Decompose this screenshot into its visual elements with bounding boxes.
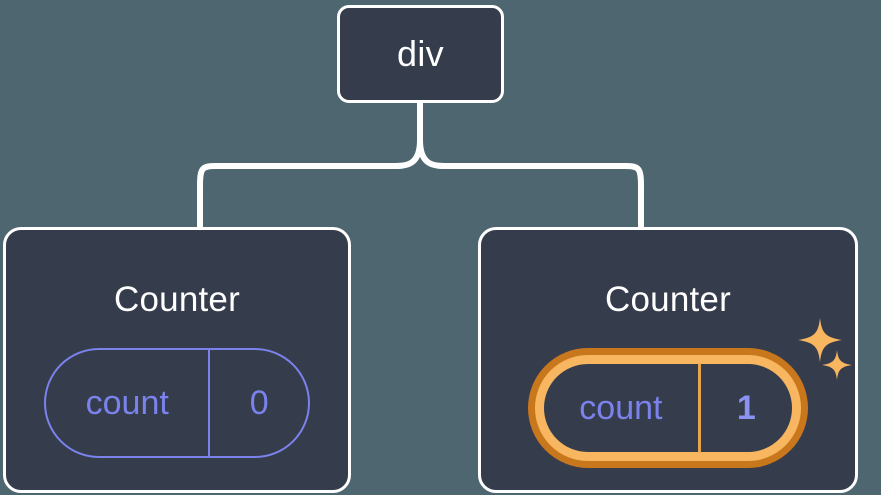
node-counter-left[interactable]: Counter count 0: [3, 227, 351, 493]
state-key-cell: count: [46, 350, 208, 456]
state-value-cell: 0: [208, 350, 308, 456]
connector-to-left-child: [197, 137, 423, 231]
counter-left-label: Counter: [114, 280, 240, 319]
node-counter-right[interactable]: Counter count 1: [478, 227, 858, 493]
state-key-cell: count: [544, 364, 698, 452]
node-root-div[interactable]: div: [337, 5, 504, 103]
state-value-cell: 1: [697, 364, 792, 452]
state-key-label: count: [85, 383, 169, 422]
state-value-label: 0: [249, 383, 269, 422]
state-pill-count-1-highlighted[interactable]: count 1: [528, 348, 808, 468]
state-pill-inner-ring: count 1: [535, 355, 801, 461]
counter-left-state-wrap: count 0: [6, 348, 348, 458]
counter-right-state-wrap: count 1: [481, 348, 855, 468]
root-node-label: div: [397, 33, 444, 74]
state-pill-count-0[interactable]: count 0: [44, 348, 310, 458]
state-value-label: 1: [736, 388, 756, 427]
state-key-label: count: [579, 388, 663, 427]
connector-to-right-child: [417, 137, 644, 231]
counter-right-label: Counter: [605, 280, 731, 319]
